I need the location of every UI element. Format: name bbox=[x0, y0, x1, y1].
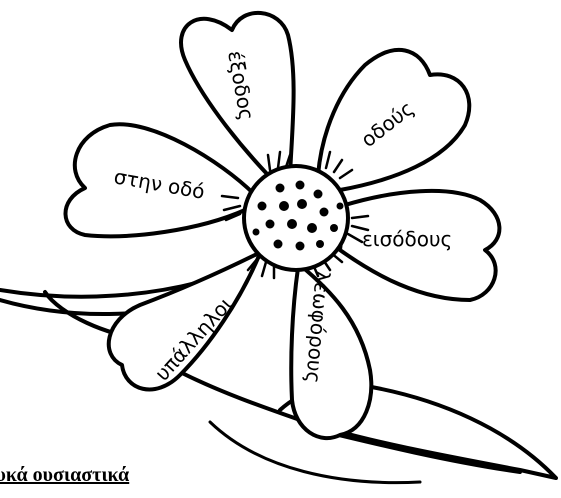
caption: λυκά ουσιαστικά bbox=[0, 464, 129, 487]
petal-lower-left bbox=[109, 250, 265, 389]
stem-and-leaves bbox=[0, 282, 556, 483]
word-right: εισόδους bbox=[362, 227, 452, 251]
flower-center bbox=[244, 166, 348, 270]
